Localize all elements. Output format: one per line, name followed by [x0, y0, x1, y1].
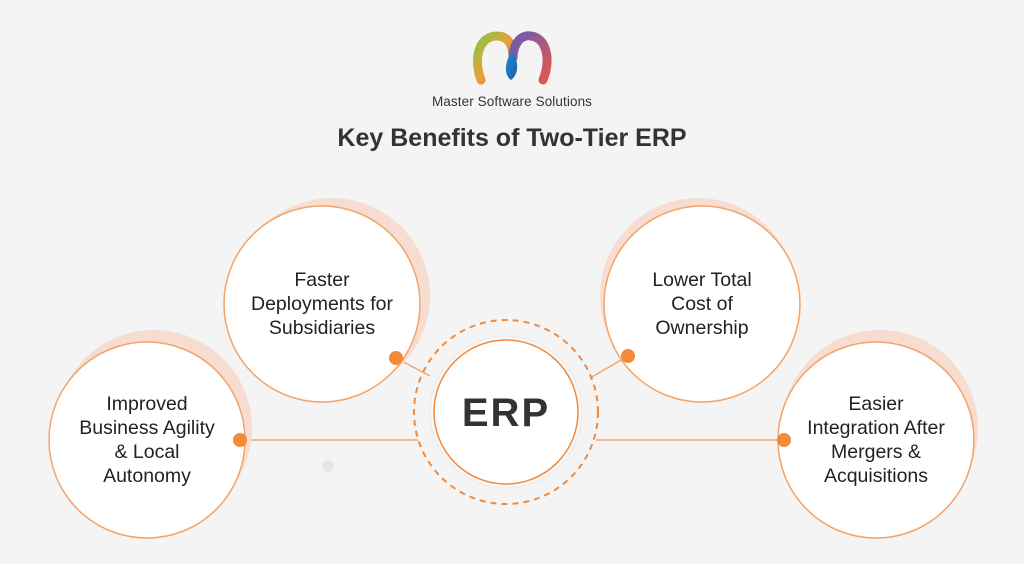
- benefit-line: Deployments for: [251, 293, 393, 315]
- benefit-line: Cost of: [671, 293, 733, 315]
- benefit-line: & Local: [114, 441, 180, 463]
- benefit-line: Ownership: [655, 317, 749, 339]
- connector-dot-top-right: [621, 349, 635, 363]
- benefit-line: Acquisitions: [823, 465, 929, 487]
- benefit-line: Mergers &: [831, 441, 921, 463]
- benefit-circle-faster-deployments: [223, 205, 421, 403]
- connector-dot-top-left: [389, 351, 403, 365]
- benefit-faster-deployments: Faster Deployments for Subsidiaries: [232, 256, 412, 352]
- benefit-line: Autonomy: [103, 465, 191, 487]
- benefit-line: Improved: [106, 393, 188, 415]
- decorative-dot: [322, 460, 334, 472]
- benefit-line: Easier: [848, 393, 904, 415]
- benefit-line: Integration After: [807, 417, 945, 439]
- connector-dot-right: [777, 433, 791, 447]
- erp-dashed-ring: [413, 319, 599, 505]
- brand-name: Master Software Solutions: [431, 94, 593, 109]
- benefit-line: Lower Total: [652, 269, 752, 291]
- benefit-integration: Easier Integration After Mergers & Acqui…: [786, 380, 966, 500]
- brand-header: Master Software Solutions: [0, 28, 1024, 109]
- company-logo-icon: [473, 31, 552, 85]
- page-title: Key Benefits of Two-Tier ERP: [337, 124, 687, 152]
- benefit-lower-cost: Lower Total Cost of Ownership: [612, 256, 792, 352]
- benefit-line: Business Agility: [79, 417, 215, 439]
- erp-center-label: ERP: [461, 390, 551, 435]
- benefit-line: Subsidiaries: [268, 317, 376, 339]
- erp-center-circle: [433, 339, 579, 485]
- benefit-line: Faster: [294, 269, 350, 291]
- connector-dot-left: [233, 433, 247, 447]
- benefit-business-agility: Improved Business Agility & Local Autono…: [57, 380, 237, 500]
- benefit-circle-lower-cost: [603, 205, 801, 403]
